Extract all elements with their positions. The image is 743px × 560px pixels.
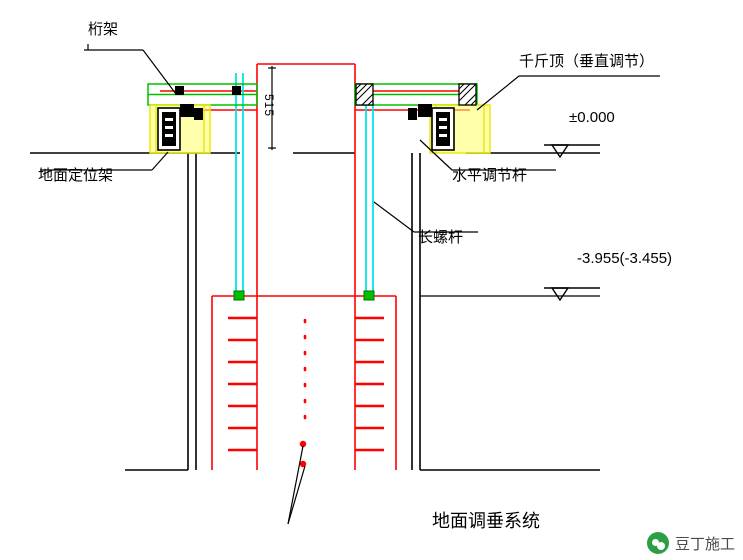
watermark: 豆丁施工 xyxy=(646,532,735,554)
label-long-bolt: 长螺杆 xyxy=(418,229,464,246)
label-ground-frame: 地面定位架 xyxy=(38,167,114,184)
leader-lines xyxy=(40,44,660,525)
callout-dots xyxy=(299,440,307,468)
jack-hardware-blocks xyxy=(157,83,477,151)
shaft-walls xyxy=(187,153,421,470)
dimension-515 xyxy=(268,66,276,150)
ground-lines xyxy=(30,152,600,471)
label-jack: 千斤顶（垂直调节） xyxy=(519,53,655,70)
red-column-structure xyxy=(160,63,470,470)
elevation-marker-zero xyxy=(544,144,600,159)
watermark-label: 豆丁施工 xyxy=(674,535,735,553)
label-elevation-zero: ±0.000 xyxy=(569,109,615,126)
wechat-official-account-icon xyxy=(646,532,669,554)
truss-beams xyxy=(147,83,478,106)
long-bolt-rods xyxy=(235,73,374,296)
elevation-marker-minus xyxy=(420,287,600,302)
diagram-title: 地面调垂系统 xyxy=(432,511,540,531)
label-elevation-minus: -3.955(-3.455) xyxy=(577,250,673,267)
rebar-ticks xyxy=(228,316,384,452)
label-horizontal-rod: 水平调节杆 xyxy=(452,167,528,184)
label-truss: 桁架 xyxy=(88,21,119,38)
bolt-end-nodes xyxy=(233,290,375,301)
dimension-label-515: 515 xyxy=(262,94,276,118)
